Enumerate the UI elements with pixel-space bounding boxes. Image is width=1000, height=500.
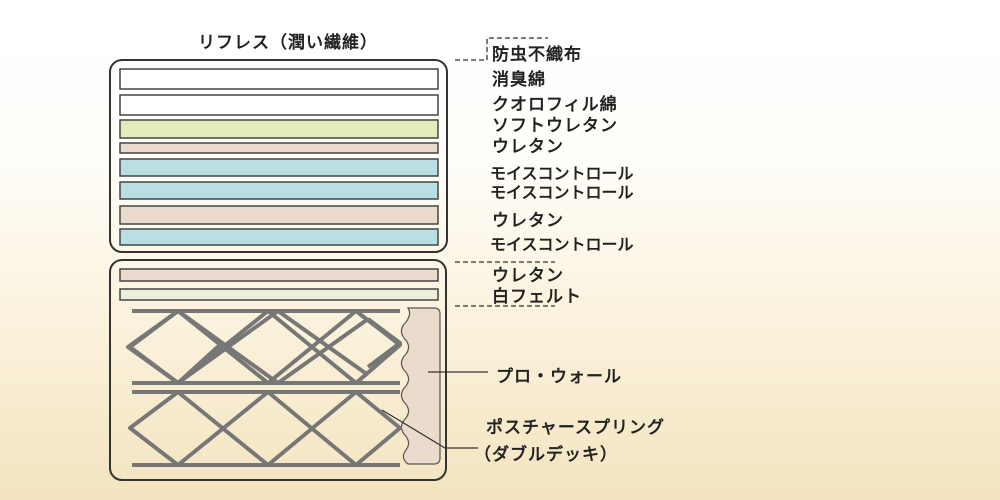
diagram-title: リフレス（潤い繊維）	[198, 33, 378, 53]
upper-section-outline	[109, 59, 448, 253]
label-soft-urethane: ソフトウレタン	[492, 116, 618, 136]
layer-moist-control-1	[119, 158, 439, 177]
layer-soft-urethane	[119, 142, 439, 154]
posture-spring-double-deck	[126, 309, 402, 467]
layer-deodorant-cotton	[119, 94, 439, 116]
label-moist-control-3: モイスコントロール	[490, 235, 634, 254]
leader-insect-repellent	[455, 37, 548, 61]
label-double-deck: （ダブルデッキ）	[474, 445, 618, 465]
layer-insect-repellent-nonwoven	[119, 68, 439, 90]
label-posture-spring: ポスチャースプリング	[486, 418, 665, 438]
layer-white-felt	[119, 288, 439, 301]
layer-lower-urethane	[119, 268, 439, 282]
label-quallofil-cotton: クオロフィル綿	[492, 95, 618, 115]
leader-posture-spring	[381, 409, 478, 449]
label-urethane-3: ウレタン	[492, 266, 564, 286]
label-pro-wall: プロ・ウォール	[496, 367, 622, 387]
layer-urethane	[119, 205, 439, 225]
label-insect-repellent-nonwoven: 防虫不織布	[492, 45, 582, 65]
layer-moist-control-2	[119, 181, 439, 200]
label-urethane-1: ウレタン	[492, 137, 564, 157]
pro-wall	[400, 307, 441, 465]
lower-section-outline	[109, 259, 447, 481]
layer-moist-control-3	[119, 228, 439, 246]
label-deodorant-cotton: 消臭綿	[492, 70, 546, 90]
label-urethane-2: ウレタン	[492, 211, 564, 231]
label-moist-control-1: モイスコントロール	[490, 164, 634, 183]
label-moist-control-2: モイスコントロール	[490, 183, 634, 202]
layer-quallofil-cotton	[119, 119, 439, 139]
label-white-felt: 白フェルト	[492, 287, 582, 307]
